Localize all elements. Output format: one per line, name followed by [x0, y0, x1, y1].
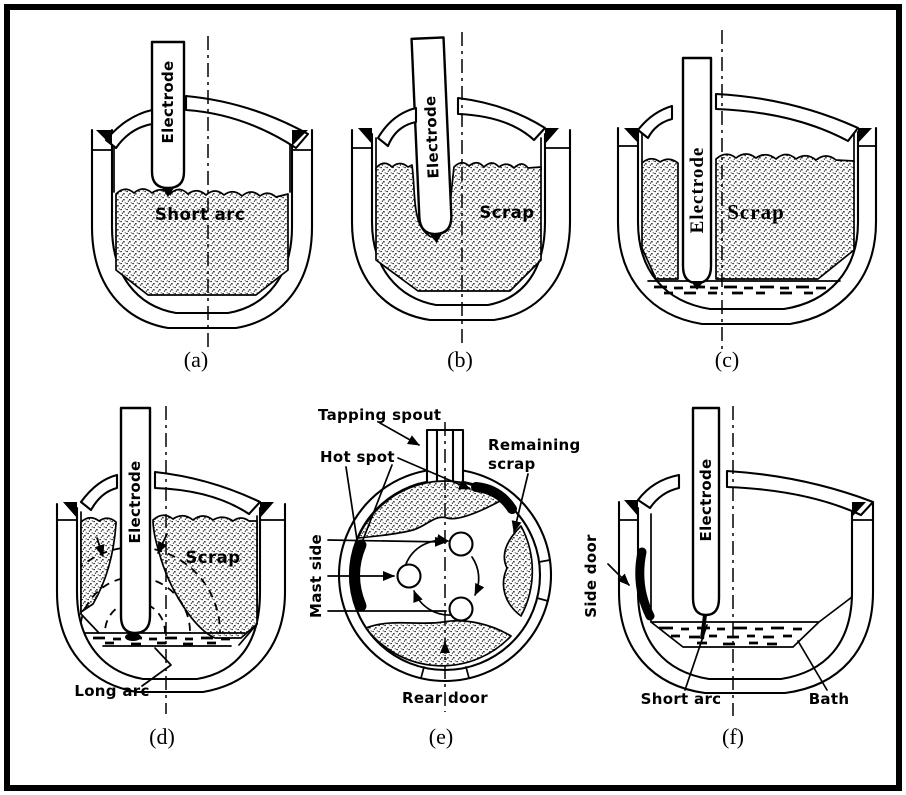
short-arc-leader [684, 624, 708, 691]
electrode: Electrode [410, 36, 453, 243]
arc-spark [162, 188, 174, 197]
hot-spot-leaders [345, 457, 471, 546]
electrode: Electrode [119, 406, 152, 641]
caption-f: (f) [722, 724, 744, 749]
arc-spark [700, 614, 707, 640]
hot-spot-label: Hot spot [320, 448, 395, 466]
panel-b-boring: Electrode Scrap [350, 32, 572, 346]
scrap-fill [375, 161, 542, 292]
electrode-label: Electrode [159, 61, 177, 144]
electrode-label: Electrode [697, 459, 715, 542]
bath [650, 596, 853, 648]
long-arc-label: Long arc [74, 682, 149, 700]
caption-d: (d) [149, 724, 175, 749]
electrode-circles [396, 531, 474, 622]
panel-c-bore-through: Electrode Scrap [616, 30, 878, 352]
tapping-spout-label: Tapping spout [318, 406, 441, 424]
electrode: Electrode [681, 56, 713, 290]
scrap-label: Scrap [185, 548, 240, 567]
side-door-marks [536, 559, 551, 602]
arc-spark [691, 281, 704, 290]
remaining-scrap-label-line2: scrap [488, 455, 536, 473]
electrode: Electrode [150, 40, 186, 197]
hot-spot-patch [635, 547, 655, 621]
scrap-label: Scrap [479, 203, 534, 222]
electrode-label: Electrode [126, 461, 144, 544]
caption-b: (b) [447, 347, 473, 372]
mast-side-leaders [327, 536, 447, 612]
long-arc-leader [141, 647, 172, 687]
tapping-spout-leader [379, 422, 420, 446]
electrode-label: Electrode [687, 147, 708, 234]
caption-a: (a) [183, 347, 209, 372]
short-arc-label: Short arc [155, 205, 245, 224]
rear-door-label: Rear door [402, 689, 488, 707]
bath-label: Bath [809, 690, 850, 708]
electrode-label: Electrode [421, 95, 443, 179]
panel-e-top-view: Tapping spout Hot spot Remaining scrap M… [307, 406, 600, 712]
scrap-left [80, 516, 117, 613]
roof-ring [624, 469, 875, 517]
furnace-shell [617, 500, 875, 695]
roof-ring [624, 92, 872, 143]
rear-door-marks [420, 666, 470, 679]
hot-spot-arrow [607, 563, 630, 586]
scrap-right [152, 514, 258, 639]
furnace-shell [616, 126, 878, 326]
arc-spark [125, 633, 141, 641]
scrap-fall-arrows [94, 533, 168, 557]
melt-pool [647, 280, 841, 295]
side-door-label: Side door [582, 534, 600, 618]
scrap-left [641, 157, 679, 280]
remaining-scrap-regions [357, 480, 534, 667]
caption-c: (c) [714, 347, 740, 372]
panel-f-flat-bath: Electrode Short arc Bath [607, 406, 875, 716]
electrode: Electrode [691, 406, 721, 640]
panel-a-furnace-charged: Electrode Short arc [90, 36, 314, 348]
short-arc-label: Short arc [641, 690, 722, 708]
roof-ring [358, 96, 559, 148]
scrap-fill [115, 188, 289, 296]
roof-ring [63, 470, 274, 518]
remaining-scrap-label-line1: Remaining [488, 436, 581, 454]
roof-ring [96, 94, 310, 150]
scrap-right [715, 153, 855, 280]
mast-side-label: Mast side [307, 534, 325, 618]
bath-leader [797, 640, 828, 691]
panel-d-melting-long-arc: Electrode Scrap Long arc [55, 406, 287, 714]
arc-spark [430, 233, 443, 243]
figure-border [4, 4, 902, 791]
remaining-scrap-leader [511, 473, 529, 533]
caption-e: (e) [428, 724, 454, 749]
scrap-label: Scrap [727, 200, 785, 224]
